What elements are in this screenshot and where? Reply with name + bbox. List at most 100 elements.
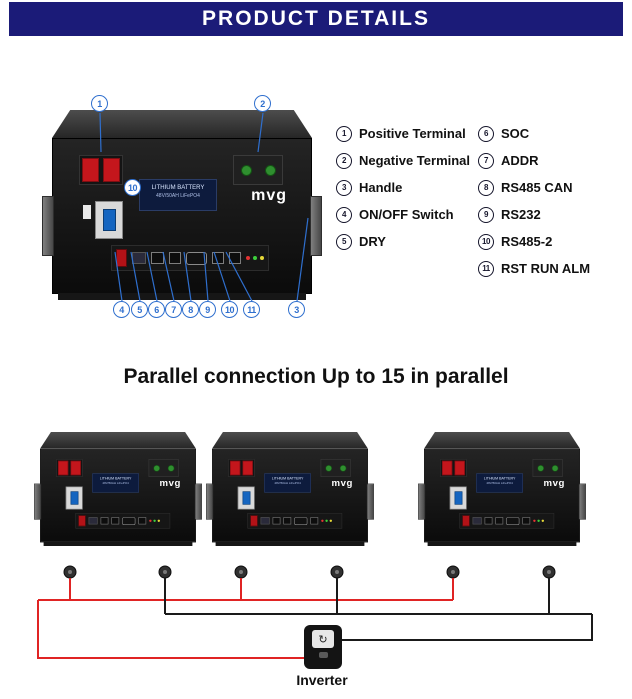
- recycle-icon: ↻: [318, 633, 328, 646]
- wiring-diagram: [37, 565, 593, 659]
- ports-panel: [459, 513, 555, 529]
- lcd-line1: LITHIUM BATTERY: [151, 185, 205, 191]
- legend-label-handle: Handle: [359, 180, 403, 195]
- legend-num-10: 10: [478, 233, 494, 250]
- battery-base: [215, 541, 365, 546]
- legend-label-negative-terminal: Negative Terminal: [359, 153, 471, 168]
- legend-item-rs485-can: 8 RS485 CAN: [478, 174, 590, 201]
- battery-base: [58, 293, 306, 300]
- callout-dry: 5: [131, 301, 148, 318]
- legend-num-9: 9: [478, 206, 494, 223]
- inverter-label: Inverter: [296, 672, 348, 688]
- battery-front-face: LITHIUM BATTERY 48V/50AH LiFePO4 mvg: [52, 138, 312, 294]
- legend-item-rs485-2: 10 RS485-2: [478, 228, 590, 255]
- mounting-bracket-left: [42, 196, 54, 256]
- mounting-bracket-left: [34, 483, 42, 520]
- positive-terminal: [228, 459, 255, 477]
- battery-photo: LITHIUM BATTERY 48V/50AH LiFePO4 mvg: [42, 110, 322, 300]
- callout-soc: 6: [148, 301, 165, 318]
- ports-panel: [75, 513, 171, 529]
- mounting-bracket-left: [206, 483, 214, 520]
- battery-front-face: LITHIUM BATTERY 48V/50AH LiFePO4 mvg: [40, 448, 196, 543]
- lcd-display: LITHIUM BATTERY 48V/50AH LiFePO4: [264, 473, 311, 493]
- positive-terminal: [79, 155, 123, 185]
- legend-label-addr: ADDR: [501, 153, 539, 168]
- legend-num-8: 8: [478, 179, 494, 196]
- legend-item-addr: 7 ADDR: [478, 147, 590, 174]
- mounting-bracket-right: [310, 196, 322, 256]
- inverter-button: [318, 652, 328, 658]
- mounting-bracket-right: [578, 483, 586, 520]
- mounting-bracket-right: [194, 483, 202, 520]
- brand-logo: mvg: [251, 187, 287, 204]
- callout-handle: 3: [288, 301, 305, 318]
- breaker-rocker: [102, 209, 116, 231]
- legend-label-positive-terminal: Positive Terminal: [359, 126, 466, 141]
- legend-label-rst-run-alm: RST RUN ALM: [501, 261, 591, 276]
- terminal-posts: [63, 565, 556, 579]
- inverter-screen: ↻: [312, 630, 334, 648]
- header-banner: PRODUCT DETAILS: [9, 2, 623, 36]
- lcd-display: LITHIUM BATTERY 48V/50AH LiFePO4: [139, 179, 217, 211]
- breaker-switch: [449, 486, 467, 510]
- legend-label-soc: SOC: [501, 126, 530, 141]
- rs232-port: [211, 252, 224, 264]
- legend-item-rs232: 9 RS232: [478, 201, 590, 228]
- mounting-bracket-left: [418, 483, 426, 520]
- battery-front-face: LITHIUM BATTERY 48V/50AH LiFePO4 mvg: [424, 448, 580, 543]
- callout-onoff-switch: 4: [113, 301, 130, 318]
- breaker-switch: [95, 201, 123, 239]
- soc-port: [151, 252, 164, 264]
- legend-item-negative-terminal: 2 Negative Terminal: [336, 147, 470, 174]
- dry-port: [132, 252, 147, 264]
- legend-label-onoff-switch: ON/OFF Switch: [359, 207, 454, 222]
- callout-rst-run-alm: 11: [243, 301, 260, 318]
- battery-front-face: LITHIUM BATTERY 48V/50AH LiFePO4 mvg: [212, 448, 368, 543]
- legend-item-handle: 3 Handle: [336, 174, 470, 201]
- positive-terminal: [440, 459, 467, 477]
- callout-rs485-2: 10: [221, 301, 238, 318]
- legend-num-5: 5: [336, 233, 352, 250]
- legend-num-6: 6: [478, 125, 494, 142]
- battery-unit-2: LITHIUM BATTERY 48V/50AH LiFePO4 mvg: [206, 432, 374, 546]
- positive-wire: [37, 578, 454, 659]
- battery-top-face: [40, 432, 196, 449]
- legend-num-4: 4: [336, 206, 352, 223]
- battery-base: [427, 541, 577, 546]
- negative-terminal: [148, 459, 179, 477]
- callout-addr: 7: [165, 301, 182, 318]
- legend-item-dry: 5 DRY: [336, 228, 470, 255]
- negative-terminal: [532, 459, 563, 477]
- brand-logo: mvg: [159, 478, 181, 489]
- parallel-connection-diagram: LITHIUM BATTERY 48V/50AH LiFePO4 mvg: [0, 400, 632, 699]
- battery-base: [43, 541, 193, 546]
- legend-num-11: 11: [478, 260, 494, 277]
- callout-rs485-can: 8: [182, 301, 199, 318]
- callout-rs232: 9: [199, 301, 216, 318]
- legend-num-7: 7: [478, 152, 494, 169]
- legend-label-rs485-can: RS485 CAN: [501, 180, 573, 195]
- mounting-bracket-right: [366, 483, 374, 520]
- rst-run-alm-leds: [245, 256, 264, 260]
- rs485-2-port: [228, 252, 241, 264]
- battery-top-face: [212, 432, 368, 449]
- legend-column-2: 6 SOC 7 ADDR 8 RS485 CAN 9 RS232 10 RS48…: [478, 120, 590, 282]
- label-sticker: [83, 205, 91, 219]
- legend-item-rst-run-alm: 11 RST RUN ALM: [478, 255, 590, 282]
- battery-unit-main: LITHIUM BATTERY 48V/50AH LiFePO4 mvg: [42, 110, 322, 300]
- brand-logo: mvg: [543, 478, 565, 489]
- breaker-switch: [237, 486, 255, 510]
- ports-panel: [111, 245, 269, 271]
- legend-num-3: 3: [336, 179, 352, 196]
- negative-wire: [164, 578, 593, 641]
- callout-negative-terminal: 2: [254, 95, 271, 112]
- product-section: LITHIUM BATTERY 48V/50AH LiFePO4 mvg: [0, 40, 632, 360]
- inverter-box: ↻: [304, 625, 342, 669]
- negative-terminal: [320, 459, 351, 477]
- callout-lcd: 10: [124, 179, 141, 196]
- onoff-switch: [116, 249, 128, 267]
- legend-column-1: 1 Positive Terminal 2 Negative Terminal …: [336, 120, 470, 255]
- legend-label-dry: DRY: [359, 234, 386, 249]
- legend-item-soc: 6 SOC: [478, 120, 590, 147]
- battery-top-face: [52, 110, 312, 138]
